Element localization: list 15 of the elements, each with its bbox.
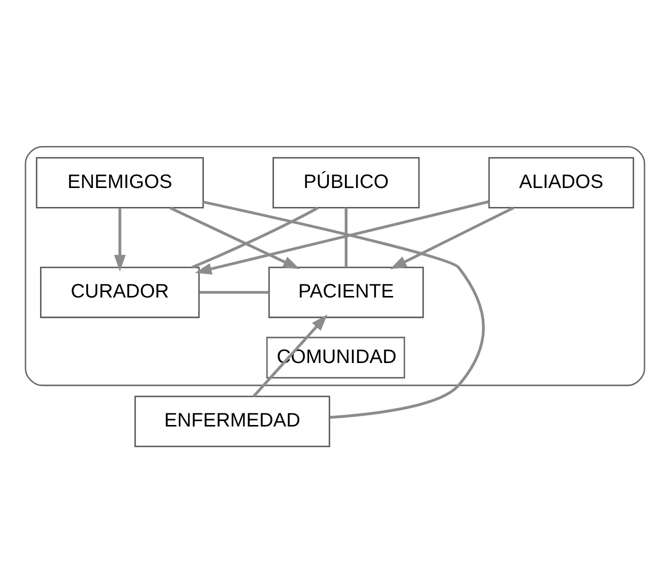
- connector: [344, 207, 348, 267]
- arrow: [169, 206, 300, 269]
- node-box: PÚBLICO: [272, 156, 420, 208]
- node-box: CURADOR: [40, 266, 200, 318]
- connector: [199, 290, 269, 294]
- arrow: [114, 207, 126, 272]
- node-box: ENFERMEDAD: [134, 395, 330, 447]
- arrow: [390, 206, 514, 269]
- connector: [202, 200, 485, 418]
- arrow: [194, 200, 490, 274]
- arrow: [252, 314, 328, 397]
- connector: [191, 206, 319, 268]
- node-box: ALIADOS: [488, 156, 634, 208]
- node-box: ENEMIGOS: [36, 156, 204, 208]
- node-box: PACIENTE: [268, 266, 424, 318]
